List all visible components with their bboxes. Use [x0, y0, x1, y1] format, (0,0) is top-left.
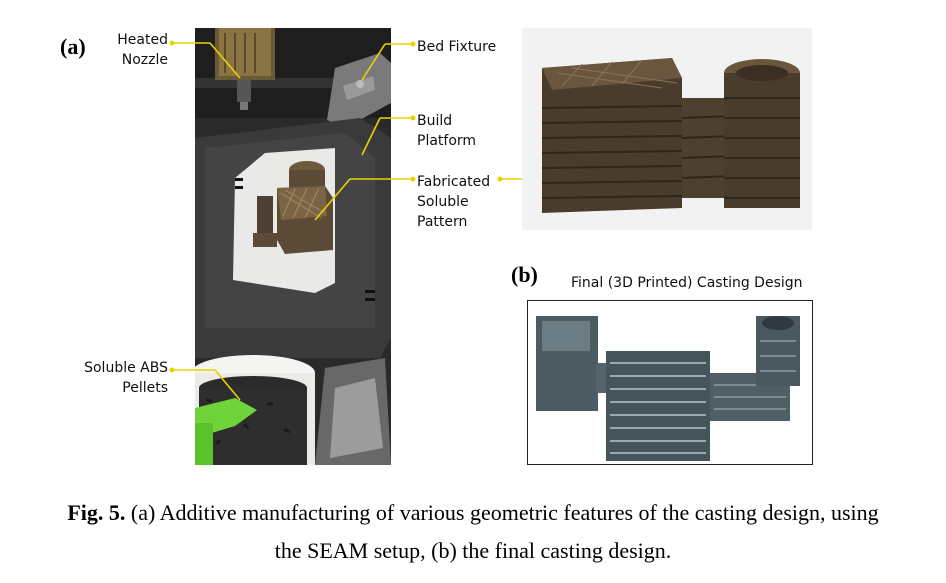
callout-fabricated-pattern: Fabricated Soluble Pattern	[417, 174, 491, 230]
leader-pellets	[214, 369, 241, 401]
panel-a-label: (a)	[60, 34, 86, 59]
leader-build-platform	[361, 117, 381, 156]
caption-line-1-text: (a) Additive manufacturing of various ge…	[130, 500, 879, 525]
figure-caption: Fig. 5. (a) Additive manufacturing of va…	[0, 494, 946, 570]
caption-fig-label: Fig. 5.	[67, 500, 126, 525]
panel-b-title: Final (3D Printed) Casting Design	[571, 275, 803, 291]
callout-soluble-pellets: Soluble ABS Pellets	[84, 360, 168, 396]
callout-bed-fixture: Bed Fixture	[417, 39, 497, 55]
callout-heated-nozzle: Heated Nozzle	[117, 32, 168, 68]
final-casting-photo	[527, 300, 813, 465]
caption-line-2: the SEAM setup, (b) the final casting de…	[274, 538, 672, 563]
leader-bed-fixture	[361, 43, 386, 81]
leader-pattern	[314, 178, 351, 221]
callout-build-platform: Build Platform	[417, 113, 477, 149]
leader-heated-nozzle	[209, 42, 241, 79]
panel-b-label: (b)	[511, 262, 538, 287]
fabricated-pattern-photo	[522, 28, 812, 230]
printer-setup-photo	[195, 28, 391, 465]
caption-line-1: Fig. 5. (a) Additive manufacturing of va…	[0, 494, 946, 532]
